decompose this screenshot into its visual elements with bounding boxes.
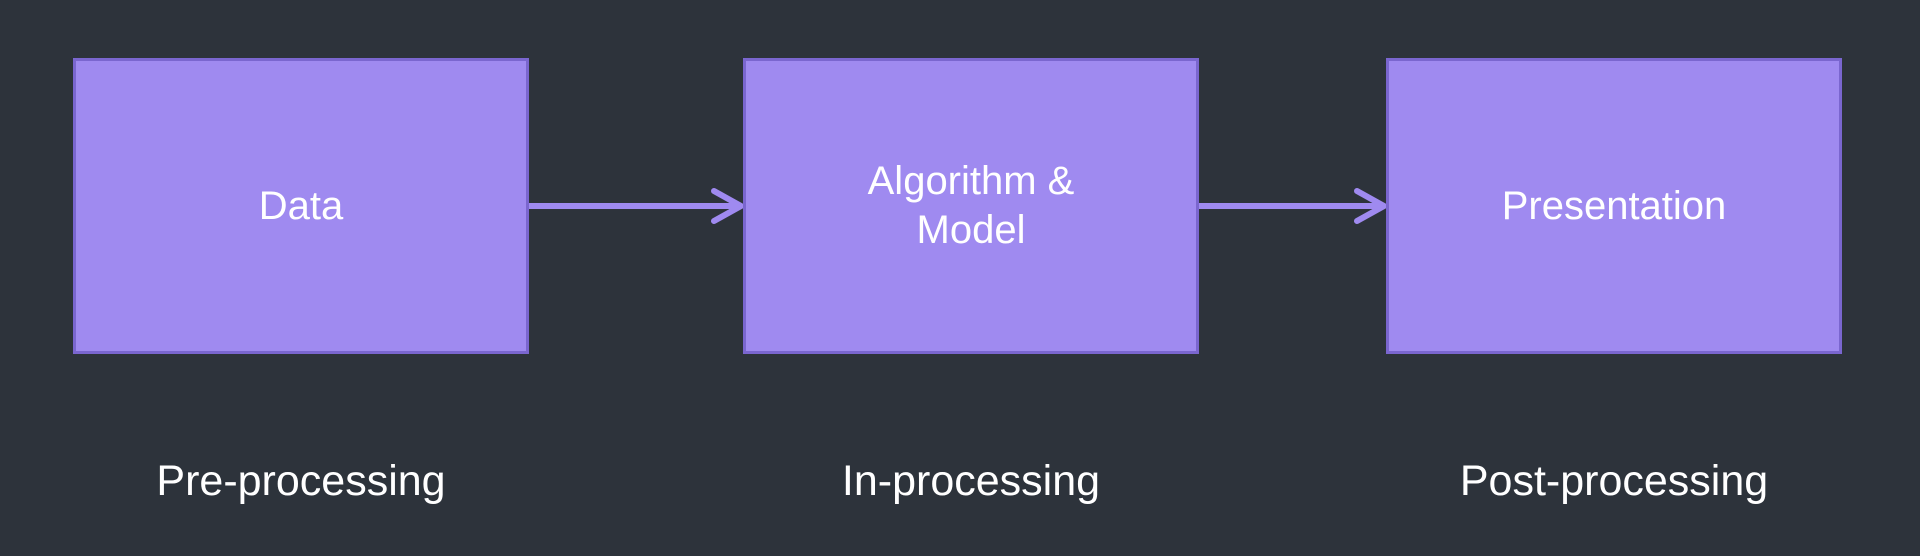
arrow-algorithm-to-presentation [1196, 188, 1387, 224]
node-data-label: Data [258, 183, 344, 228]
stage-in-processing-label: In-processing [841, 457, 1101, 505]
stage-post-processing-label: Post-processing [1459, 457, 1769, 505]
node-presentation: Presentation [1386, 58, 1842, 354]
arrow-data-to-algorithm [526, 188, 744, 224]
node-algorithm-model-label: Algorithm & Model [867, 159, 1075, 252]
node-algorithm-model: Algorithm & Model [743, 58, 1199, 354]
stage-pre-processing-label: Pre-processing [156, 457, 446, 505]
node-data: Data [73, 58, 529, 354]
node-presentation-label: Presentation [1501, 183, 1727, 228]
